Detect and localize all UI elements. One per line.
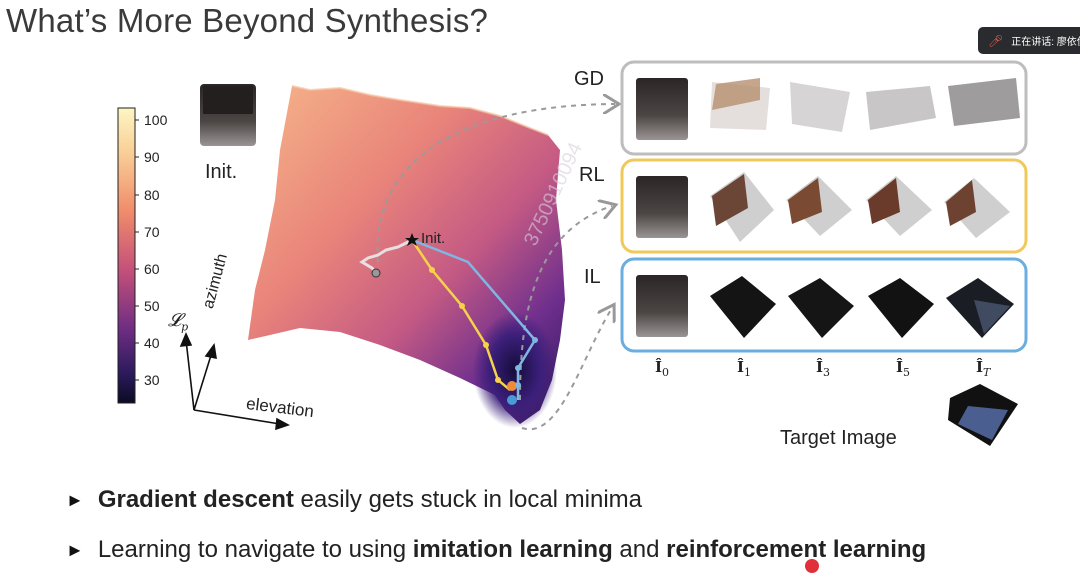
bullet-item: ► Gradient descent easily gets stuck in …	[66, 486, 642, 514]
bullet-item: ► Learning to navigate to using imitatio…	[66, 536, 926, 564]
loss-surface	[248, 85, 565, 428]
init-thumb-label: Init.	[205, 161, 238, 183]
microphone-icon: 🎤︎	[988, 33, 1004, 48]
target-image-label: Target Image	[780, 427, 897, 449]
bullet-text: Gradient descent easily gets stuck in lo…	[97, 486, 643, 513]
laser-pointer	[805, 559, 819, 573]
column-label: ÎT	[976, 358, 991, 379]
colorbar-tick: 80	[144, 187, 160, 203]
colorbar-tick: 70	[144, 224, 160, 240]
bullet-arrow-icon: ►	[66, 489, 84, 510]
init-star-icon	[405, 233, 419, 246]
colorbar-tick: 50	[144, 298, 160, 314]
colorbar-tick: 40	[144, 335, 160, 351]
colorbar-tick: 100	[144, 112, 168, 128]
column-label: Î3	[816, 358, 831, 379]
gd-thumbnails	[636, 78, 1020, 140]
init-laptop-image	[200, 84, 256, 146]
row-label-rl: RL	[579, 164, 605, 186]
target-laptop-image	[948, 384, 1018, 446]
column-label: Î0	[655, 358, 670, 379]
gd-path	[359, 238, 413, 274]
dashed-arrows	[376, 104, 615, 431]
column-label: Î1	[737, 358, 752, 379]
bullet-arrow-icon: ►	[66, 539, 84, 560]
init-point-label: Init.	[421, 230, 446, 247]
speaker-badge: 🎤︎ 正在讲话: 廖依伊	[978, 27, 1080, 54]
rl-thumbnails	[636, 172, 1010, 242]
colorbar-tick: 90	[144, 149, 160, 165]
column-label: Î5	[896, 358, 911, 379]
colorbar	[117, 107, 136, 404]
colorbar-tick: 60	[144, 261, 160, 277]
axis-lp-label: 𝓛p	[168, 310, 189, 334]
bullet-text: Learning to navigate to using imitation …	[97, 536, 927, 563]
axes-arrows	[179, 331, 290, 431]
il-thumbnails	[636, 275, 1014, 338]
row-label-il: IL	[584, 266, 601, 288]
row-label-gd: GD	[574, 68, 604, 90]
slide-title: What’s More Beyond Synthesis?	[6, 2, 489, 39]
speaker-text: 正在讲话: 廖依伊	[1011, 37, 1080, 48]
colorbar-tick: 30	[144, 372, 160, 388]
